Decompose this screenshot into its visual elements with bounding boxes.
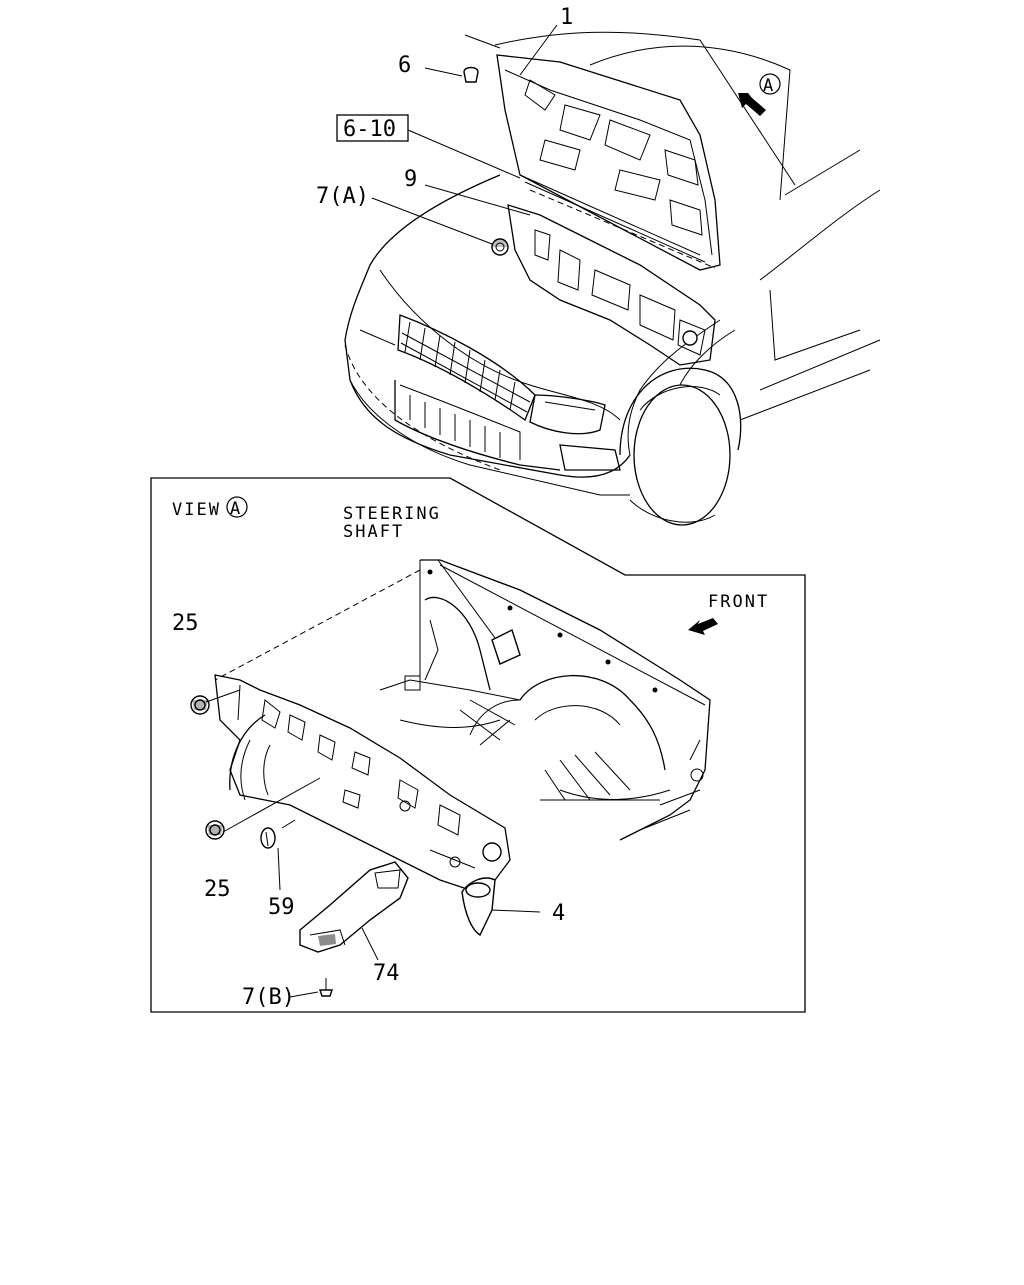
- hood-insulator: [507, 204, 716, 366]
- callout-7a: 7(A): [316, 184, 369, 209]
- front-wheel: [619, 367, 742, 526]
- view-letter: A: [230, 499, 240, 519]
- clip-7b: [319, 978, 333, 997]
- view-a-arrow-letter: A: [763, 76, 773, 96]
- callout-25-bottom: 25: [204, 877, 231, 902]
- grommet-25-top: [190, 695, 210, 715]
- seal-59: [260, 827, 276, 849]
- steering-shaft-label-line2: SHAFT: [343, 522, 404, 542]
- callout-74: 74: [373, 961, 400, 986]
- view-label: VIEW: [172, 500, 221, 520]
- callout-59: 59: [268, 895, 295, 920]
- front-direction-arrow: [688, 618, 718, 635]
- steering-shaft-boot: [491, 629, 521, 665]
- front-label: FRONT: [708, 592, 769, 612]
- front-insulator-panel: [214, 674, 511, 891]
- undercover-part-74: [299, 861, 409, 953]
- bumper-stop: [463, 66, 479, 83]
- clip-7a: [491, 238, 509, 256]
- callout-6-10-box: 6-10: [336, 114, 409, 142]
- hood-panel: [496, 54, 721, 271]
- callout-1: 1: [560, 5, 573, 30]
- callout-7b: 7(B): [242, 985, 295, 1010]
- grommet-25-bottom: [205, 820, 225, 840]
- callout-25-top: 25: [172, 611, 199, 636]
- steering-shaft-label-line1: STEERING: [343, 504, 441, 524]
- view-a-arrow-label: A: [759, 73, 781, 96]
- dash-insulator-assembly: [214, 559, 711, 841]
- vehicle-front-view: [344, 24, 881, 526]
- callout-4: 4: [552, 901, 565, 926]
- callout-9: 9: [404, 167, 417, 192]
- grille: [397, 314, 536, 422]
- callout-6: 6: [398, 53, 411, 78]
- view-a-frame: [150, 477, 806, 1013]
- view-a-title: VIEW A: [172, 496, 248, 520]
- cover-part-4: [461, 877, 496, 937]
- view-a-direction-arrow: [738, 93, 766, 116]
- callout-6-10: 6-10: [343, 117, 396, 142]
